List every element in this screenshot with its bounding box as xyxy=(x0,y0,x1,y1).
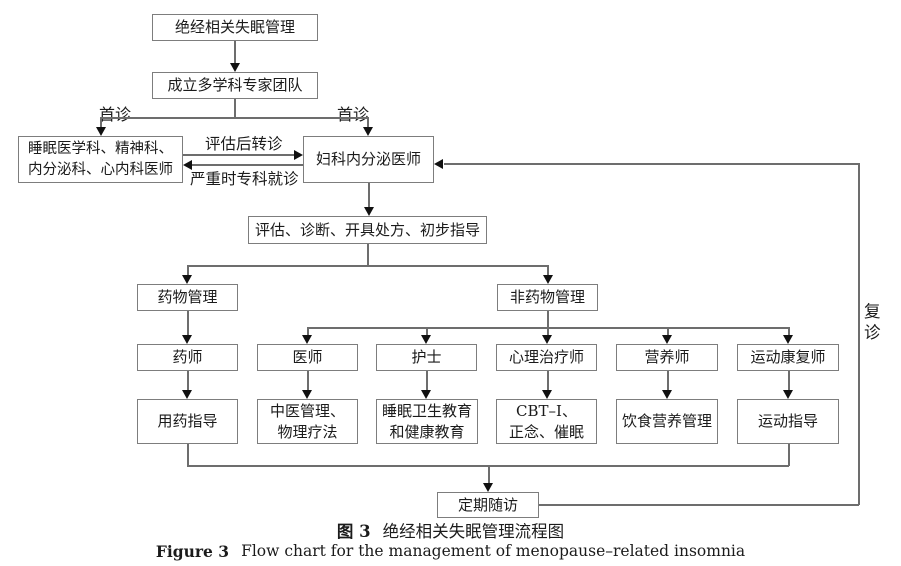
connector-nurse-to-education xyxy=(426,371,428,391)
connector-to-gyn xyxy=(367,117,369,128)
connector-to-dietitian xyxy=(667,327,669,336)
arrowhead-into-specialists xyxy=(96,127,106,136)
connector-severe-line xyxy=(192,164,303,166)
node-sleep-health-education: 睡眠卫生教育 和健康教育 xyxy=(376,399,478,444)
connector-team-down xyxy=(234,99,236,118)
node-regular-followup: 定期随访 xyxy=(437,492,539,518)
arrowhead-into-exercise-guidance xyxy=(783,390,793,399)
connector-nondrug-down xyxy=(547,311,549,328)
arrowhead-referral-into-gyn xyxy=(294,150,303,160)
arrowhead-into-cbt xyxy=(542,390,552,399)
arrowhead-into-team xyxy=(230,63,240,72)
arrowhead-into-medication-guidance xyxy=(182,390,192,399)
connector-drug-to-pharmacist xyxy=(187,311,189,336)
caption-chinese-title: 绝经相关失眠管理流程图 xyxy=(382,522,565,541)
edge-label-first-visit-right: 首诊 xyxy=(337,105,370,124)
connector-management-split xyxy=(187,265,548,267)
node-tcm-physical-therapy: 中医管理、 物理疗法 xyxy=(257,399,358,444)
connector-to-followup xyxy=(488,465,490,484)
node-assessment-diagnosis: 评估、诊断、开具处方、初步指导 xyxy=(248,216,487,244)
connector-dietitian-to-diet xyxy=(667,371,669,391)
caption-english-label: Figure 3 xyxy=(155,542,230,561)
arrowhead-into-psychotherapist xyxy=(542,335,552,344)
node-physician: 医师 xyxy=(257,344,358,371)
node-medication-guidance: 用药指导 xyxy=(137,399,238,444)
caption-english-title: Flow chart for the management of menopau… xyxy=(241,542,746,560)
arrowhead-into-tcm xyxy=(302,390,312,399)
node-psychotherapist: 心理治疗师 xyxy=(496,344,597,371)
arrowhead-into-pharmacist xyxy=(182,335,192,344)
connector-return-vertical xyxy=(858,163,860,505)
arrowhead-into-sleep-education xyxy=(421,390,431,399)
connector-gyn-to-assessment xyxy=(368,183,370,208)
connector-rehab-to-exercise-guidance xyxy=(788,371,790,391)
node-exercise-guidance: 运动指导 xyxy=(737,399,839,444)
connector-return-top xyxy=(444,163,859,165)
node-multidisciplinary-team: 成立多学科专家团队 xyxy=(152,72,318,99)
arrowhead-into-drug-management xyxy=(182,275,192,284)
connector-exercise-guidance-down xyxy=(788,444,790,466)
arrowhead-into-gyn xyxy=(363,127,373,136)
node-nondrug-management: 非药物管理 xyxy=(497,284,598,311)
node-nurse: 护士 xyxy=(376,344,477,371)
connector-first-visit-split xyxy=(101,117,368,119)
connector-to-drug-management xyxy=(187,265,189,276)
arrowhead-into-assessment xyxy=(364,207,374,216)
connector-management-to-team xyxy=(234,41,236,64)
connector-assessment-down xyxy=(367,244,369,266)
caption-english: Figure 3 Flow chart for the management o… xyxy=(0,542,901,561)
connector-pharmacist-to-guidance xyxy=(187,371,189,391)
arrowhead-into-exercise-rehab xyxy=(783,335,793,344)
arrowhead-into-nondrug-management xyxy=(543,275,553,284)
node-exercise-rehab-therapist: 运动康复师 xyxy=(737,344,839,371)
node-cbt-mindfulness-hypnosis: CBT–I、 正念、催眠 xyxy=(496,399,597,444)
arrowhead-into-diet-management xyxy=(662,390,672,399)
node-gyn-endocrinologist: 妇科内分泌医师 xyxy=(303,136,434,183)
node-specialist-departments: 睡眠医学科、精神科、 内分泌科、心内科医师 xyxy=(18,136,183,183)
node-menopause-insomnia-management: 绝经相关失眠管理 xyxy=(152,14,318,41)
edge-label-severe-specialist-visit: 严重时专科就诊 xyxy=(190,170,299,188)
arrowhead-into-dietitian xyxy=(662,335,672,344)
connector-referral-line xyxy=(183,154,295,156)
connector-to-psychotherapist xyxy=(547,327,549,336)
edge-label-return-visit: 复 诊 xyxy=(864,302,881,343)
connector-to-nondrug-management xyxy=(547,265,549,276)
node-dietitian: 营养师 xyxy=(616,344,718,371)
arrowhead-into-followup xyxy=(483,483,493,492)
arrowhead-return-into-gyn xyxy=(434,159,443,169)
arrowhead-into-physician xyxy=(302,335,312,344)
node-diet-nutrition-management: 饮食营养管理 xyxy=(616,399,718,444)
connector-psych-to-cbt xyxy=(547,371,549,391)
connector-return-bottom xyxy=(539,504,859,506)
caption-chinese: 图 3 绝经相关失眠管理流程图 xyxy=(0,518,901,542)
arrowhead-severe-into-specialists xyxy=(183,160,192,170)
arrowhead-into-nurse xyxy=(421,335,431,344)
node-pharmacist: 药师 xyxy=(137,344,238,371)
connector-to-physician xyxy=(307,327,309,336)
edge-label-first-visit-left: 首诊 xyxy=(99,105,132,124)
connector-to-nurse xyxy=(426,327,428,336)
connector-to-specialists xyxy=(100,117,102,128)
connector-physician-to-tcm xyxy=(307,371,309,391)
node-drug-management: 药物管理 xyxy=(137,284,238,311)
connector-to-exercise-rehab xyxy=(788,327,790,336)
connector-medication-guidance-down xyxy=(187,444,189,466)
edge-label-referral-after-assessment: 评估后转诊 xyxy=(205,135,283,153)
caption-chinese-label: 图 3 xyxy=(336,522,371,541)
